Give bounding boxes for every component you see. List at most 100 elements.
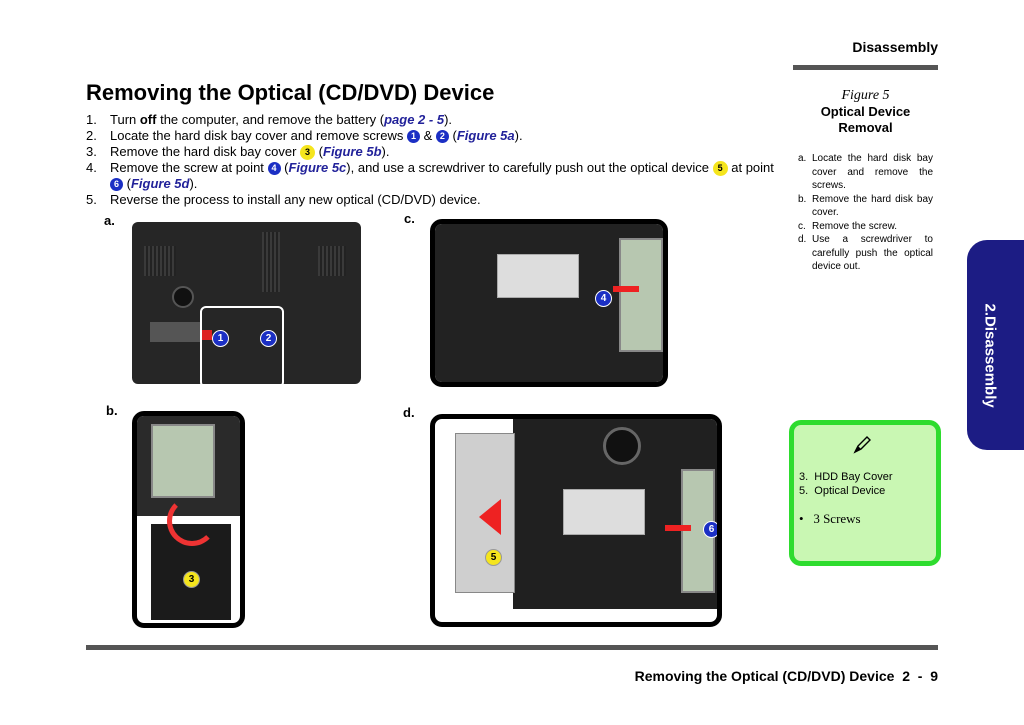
step-3: 3. Remove the hard disk bay cover 3 (Fig… bbox=[86, 144, 776, 161]
step-text: ( bbox=[315, 144, 323, 159]
label-sticker bbox=[497, 254, 579, 298]
screw-marker-badge: 2 bbox=[435, 130, 449, 144]
bullet: • bbox=[799, 511, 814, 526]
caption-text: Remove the screw. bbox=[812, 220, 898, 232]
figure-link[interactable]: Figure 5b bbox=[323, 144, 382, 159]
step-text: ). bbox=[381, 144, 390, 159]
caption-item: a. Locate the hard disk bay cover and rem… bbox=[798, 152, 933, 193]
note-extra: • 3 Screws bbox=[799, 511, 861, 527]
chapter-tab-label: 2.Disassembly bbox=[981, 303, 999, 408]
step-5: 5. Reverse the process to install any ne… bbox=[86, 192, 776, 208]
label-sticker bbox=[150, 322, 202, 342]
figure-number: Figure 5 bbox=[841, 88, 890, 103]
caption-item: c. Remove the screw. bbox=[798, 220, 933, 234]
page-title: Removing the Optical (CD/DVD) Device bbox=[86, 80, 495, 105]
step-text: the computer, and remove the battery ( bbox=[156, 112, 385, 127]
caption-item: b. Remove the hard disk bay cover. bbox=[798, 193, 933, 220]
section-header: Disassembly bbox=[852, 39, 938, 55]
curved-arrow-icon bbox=[167, 496, 217, 546]
figure-d-photo: 5 6 bbox=[430, 414, 722, 627]
marker-1: 1 bbox=[212, 330, 229, 347]
note-item: 5. Optical Device bbox=[799, 485, 886, 497]
step-text: ( bbox=[280, 160, 289, 176]
figure-b-photo: 3 bbox=[132, 411, 245, 628]
figure-c-label: c. bbox=[404, 211, 415, 226]
figure-a-label: a. bbox=[104, 213, 115, 228]
marker-6: 6 bbox=[703, 521, 717, 538]
caption-letter: c. bbox=[798, 220, 806, 232]
caption-letter: a. bbox=[798, 153, 807, 164]
label-sticker bbox=[563, 489, 645, 535]
step-text: Reverse the process to install any new o… bbox=[110, 192, 481, 208]
caption-item: d. Use a screwdriver to carefully push th… bbox=[798, 233, 933, 274]
screw-hole bbox=[172, 286, 194, 308]
step-text: Remove the screw at point bbox=[110, 160, 268, 176]
figure-link[interactable]: Figure 5c bbox=[288, 160, 347, 176]
note-extra-text: 3 Screws bbox=[813, 511, 861, 526]
chapter-tab[interactable] bbox=[967, 240, 1024, 450]
step-text: ), and use a screwdriver to carefully pu… bbox=[346, 160, 713, 176]
figure-link[interactable]: Figure 5d bbox=[130, 176, 190, 192]
step-text: Locate the hard disk bay cover and remov… bbox=[110, 128, 407, 143]
figure-caption: Figure 5 Optical Device Removal bbox=[793, 88, 938, 136]
step-text: ). bbox=[444, 112, 453, 127]
step-text: at point bbox=[727, 160, 774, 176]
header-rule bbox=[793, 65, 938, 70]
note-list: 3. HDD Bay Cover 5. Optical Device bbox=[799, 470, 929, 498]
figure-title-line2: Removal bbox=[838, 120, 893, 135]
hdd-bay-highlight bbox=[200, 306, 284, 384]
caption-letter: b. bbox=[798, 193, 807, 205]
red-arrow-icon bbox=[613, 286, 639, 292]
steps-list: 1. Turn off the computer, and remove the… bbox=[86, 112, 776, 208]
step-number: 4. bbox=[86, 160, 97, 176]
step-4: 4. Remove the screw at point 4 (Figure 5… bbox=[86, 160, 776, 192]
marker-2: 2 bbox=[260, 330, 277, 347]
step-text: ). bbox=[189, 176, 198, 192]
caption-letter: d. bbox=[798, 234, 807, 245]
device-marker-badge: 5 bbox=[712, 161, 728, 177]
step-number: 2. bbox=[86, 128, 97, 143]
vent-grille bbox=[318, 246, 346, 276]
cover-marker-badge: 3 bbox=[300, 145, 316, 161]
caption-text: Locate the hard disk bay cover and remov… bbox=[812, 153, 933, 191]
figure-d-label: d. bbox=[403, 405, 415, 420]
left-arrow-icon bbox=[479, 499, 501, 535]
figure-a-photo: 1 2 bbox=[132, 222, 361, 384]
marker-5: 5 bbox=[485, 549, 502, 566]
step-number: 1. bbox=[86, 112, 97, 127]
step-text: ( bbox=[123, 176, 131, 192]
pencil-icon bbox=[853, 436, 871, 454]
arrow-marker bbox=[202, 330, 212, 340]
figure-caption-list: a. Locate the hard disk bay cover and rem… bbox=[798, 152, 933, 274]
red-arrow-icon bbox=[665, 525, 691, 531]
note-item: 3. HDD Bay Cover bbox=[799, 471, 893, 483]
figure-link[interactable]: Figure 5a bbox=[456, 128, 515, 143]
hard-drive bbox=[151, 424, 215, 498]
step-number: 3. bbox=[86, 144, 97, 159]
caption-text: Use a screwdriver to carefully push the … bbox=[812, 234, 933, 272]
step-text: Turn bbox=[110, 112, 140, 127]
screw-marker-badge: 4 bbox=[267, 162, 281, 176]
figure-b-label: b. bbox=[106, 403, 118, 418]
page-link[interactable]: page 2 - 5 bbox=[384, 112, 445, 127]
optical-drive bbox=[619, 238, 663, 352]
step-text: ). bbox=[514, 128, 523, 143]
screw-hole bbox=[603, 427, 641, 465]
footer: Removing the Optical (CD/DVD) Device 2 -… bbox=[634, 668, 938, 684]
step-text: ( bbox=[448, 128, 457, 143]
marker-3: 3 bbox=[183, 571, 200, 588]
step-text: Remove the hard disk bay cover bbox=[110, 144, 301, 159]
step-1: 1. Turn off the computer, and remove the… bbox=[86, 112, 776, 128]
caption-text: Remove the hard disk bay cover. bbox=[812, 193, 933, 219]
step-text: & bbox=[419, 128, 436, 143]
figure-c-photo: 4 bbox=[430, 219, 668, 387]
vent-grille bbox=[144, 246, 176, 276]
footer-rule bbox=[86, 645, 938, 650]
marker-4: 4 bbox=[595, 290, 612, 307]
step-2: 2. Locate the hard disk bay cover and re… bbox=[86, 128, 776, 144]
point-marker-badge: 6 bbox=[110, 178, 123, 192]
step-number: 5. bbox=[86, 192, 97, 208]
step-emphasis: off bbox=[139, 112, 157, 127]
vent-grille bbox=[262, 232, 280, 292]
figure-title-line1: Optical Device bbox=[820, 104, 911, 119]
